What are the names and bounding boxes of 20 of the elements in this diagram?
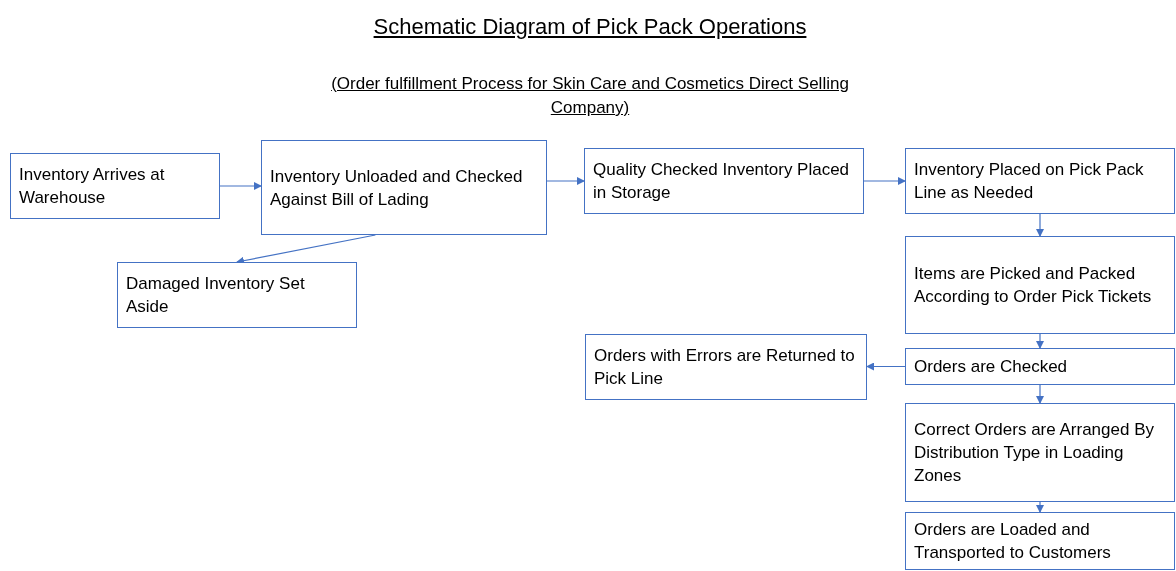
arrow xyxy=(1036,384,1044,404)
diagram-subtitle: (Order fulfillment Process for Skin Care and Cosmetics Direct Selling Company) xyxy=(330,73,850,119)
process-box: Quality Checked Inventory Placed in Storage xyxy=(584,148,864,214)
process-box: Items are Picked and Packed According to Order Pick Tickets xyxy=(905,236,1175,334)
process-box: Orders are Checked xyxy=(905,348,1175,385)
process-box: Inventory Placed on Pick Pack Line as Needed xyxy=(905,148,1175,214)
arrow xyxy=(863,177,906,185)
arrow xyxy=(1036,501,1044,513)
arrow xyxy=(1036,333,1044,349)
process-box: Inventory Arrives at Warehouse xyxy=(10,153,220,219)
process-box: Orders with Errors are Returned to Pick Line xyxy=(585,334,867,400)
arrow xyxy=(866,362,906,371)
arrow xyxy=(546,177,585,185)
arrow xyxy=(1036,213,1044,237)
process-box: Orders are Loaded and Transported to Customers xyxy=(905,512,1175,570)
process-box: Correct Orders are Arranged By Distribution Type in Loading Zones xyxy=(905,403,1175,502)
diagram-title: Schematic Diagram of Pick Pack Operations xyxy=(372,13,808,41)
process-box: Damaged Inventory Set Aside xyxy=(117,262,357,328)
arrow xyxy=(219,182,262,190)
process-box: Inventory Unloaded and Checked Against Bill of Lading xyxy=(261,140,547,235)
